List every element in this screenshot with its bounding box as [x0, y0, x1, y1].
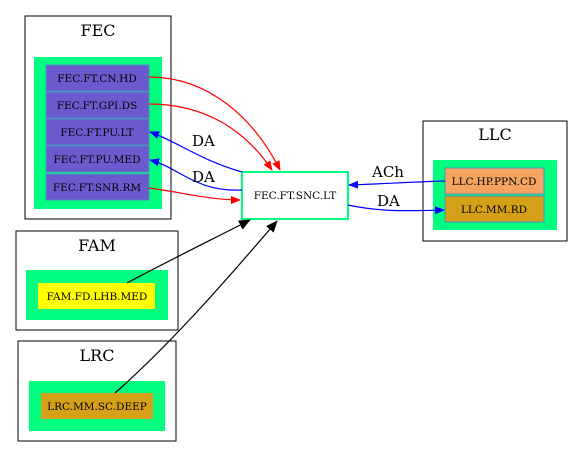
edge-gpi-ds-to-center — [148, 103, 273, 171]
node-fam-lhb-med[interactable]: FAM.FD.LHB.MED — [38, 283, 155, 309]
node-fec-gpi-ds[interactable]: FEC.FT.GPI.DS — [45, 91, 150, 119]
node-center-snc-lt-label: FEC.FT.SNC.LT — [254, 190, 337, 202]
node-lrc-sc-deep[interactable]: LRC.MM.SC.DEEP — [41, 393, 153, 419]
cluster-fec-label: FEC — [80, 21, 115, 40]
node-fam-lhb-med-label: FAM.FD.LHB.MED — [47, 291, 148, 303]
edge-snr-rm-to-center — [148, 187, 241, 204]
node-llc-mm-rd-label: LLC.MM.RD — [461, 204, 527, 216]
node-fec-gpi-ds-label: FEC.FT.GPI.DS — [57, 100, 138, 112]
node-fec-cn-hd-label: FEC.FT.CN.HD — [57, 73, 137, 85]
node-fec-cn-hd[interactable]: FEC.FT.CN.HD — [45, 64, 150, 92]
node-center-snc-lt[interactable]: FEC.FT.SNC.LT — [241, 171, 349, 220]
node-fec-snr-rm[interactable]: FEC.FT.SNR.RM — [45, 173, 150, 201]
node-fec-pu-med[interactable]: FEC.FT.PU.MED — [45, 145, 150, 173]
cluster-lrc-label: LRC — [80, 346, 115, 365]
node-fec-pu-med-label: FEC.FT.PU.MED — [54, 154, 141, 166]
edge-label-ach: ACh — [371, 163, 404, 181]
edge-center-to-pu-med — [149, 158, 243, 191]
node-llc-mm-rd[interactable]: LLC.MM.RD — [444, 195, 545, 223]
edge-label-da-pu-med: DA — [192, 168, 215, 186]
cluster-lrc: LRC — [17, 340, 177, 442]
edge-fam-to-center — [126, 219, 251, 284]
edge-cn-hd-to-center — [148, 76, 281, 171]
edge-llc-ppn-to-center — [348, 180, 446, 189]
edge-center-to-pu-lt — [149, 131, 243, 173]
node-llc-ppn-cd[interactable]: LLC.HP.PPN.CD — [444, 167, 545, 195]
edge-center-to-llc-mm-rd — [347, 204, 445, 215]
cluster-fam: FAM — [15, 230, 179, 331]
edge-label-da-pu-lt: DA — [192, 132, 215, 150]
node-fec-pu-lt[interactable]: FEC.FT.PU.LT — [45, 118, 150, 146]
edge-lrc-to-center — [114, 220, 278, 394]
edge-label-da-llc: DA — [377, 192, 400, 210]
node-lrc-sc-deep-label: LRC.MM.SC.DEEP — [47, 401, 147, 413]
cluster-fam-label: FAM — [78, 236, 116, 255]
node-fec-pu-lt-label: FEC.FT.PU.LT — [60, 127, 133, 139]
node-llc-ppn-cd-label: LLC.HP.PPN.CD — [452, 176, 537, 188]
cluster-llc-label: LLC — [478, 125, 512, 144]
node-fec-snr-rm-label: FEC.FT.SNR.RM — [53, 182, 142, 194]
